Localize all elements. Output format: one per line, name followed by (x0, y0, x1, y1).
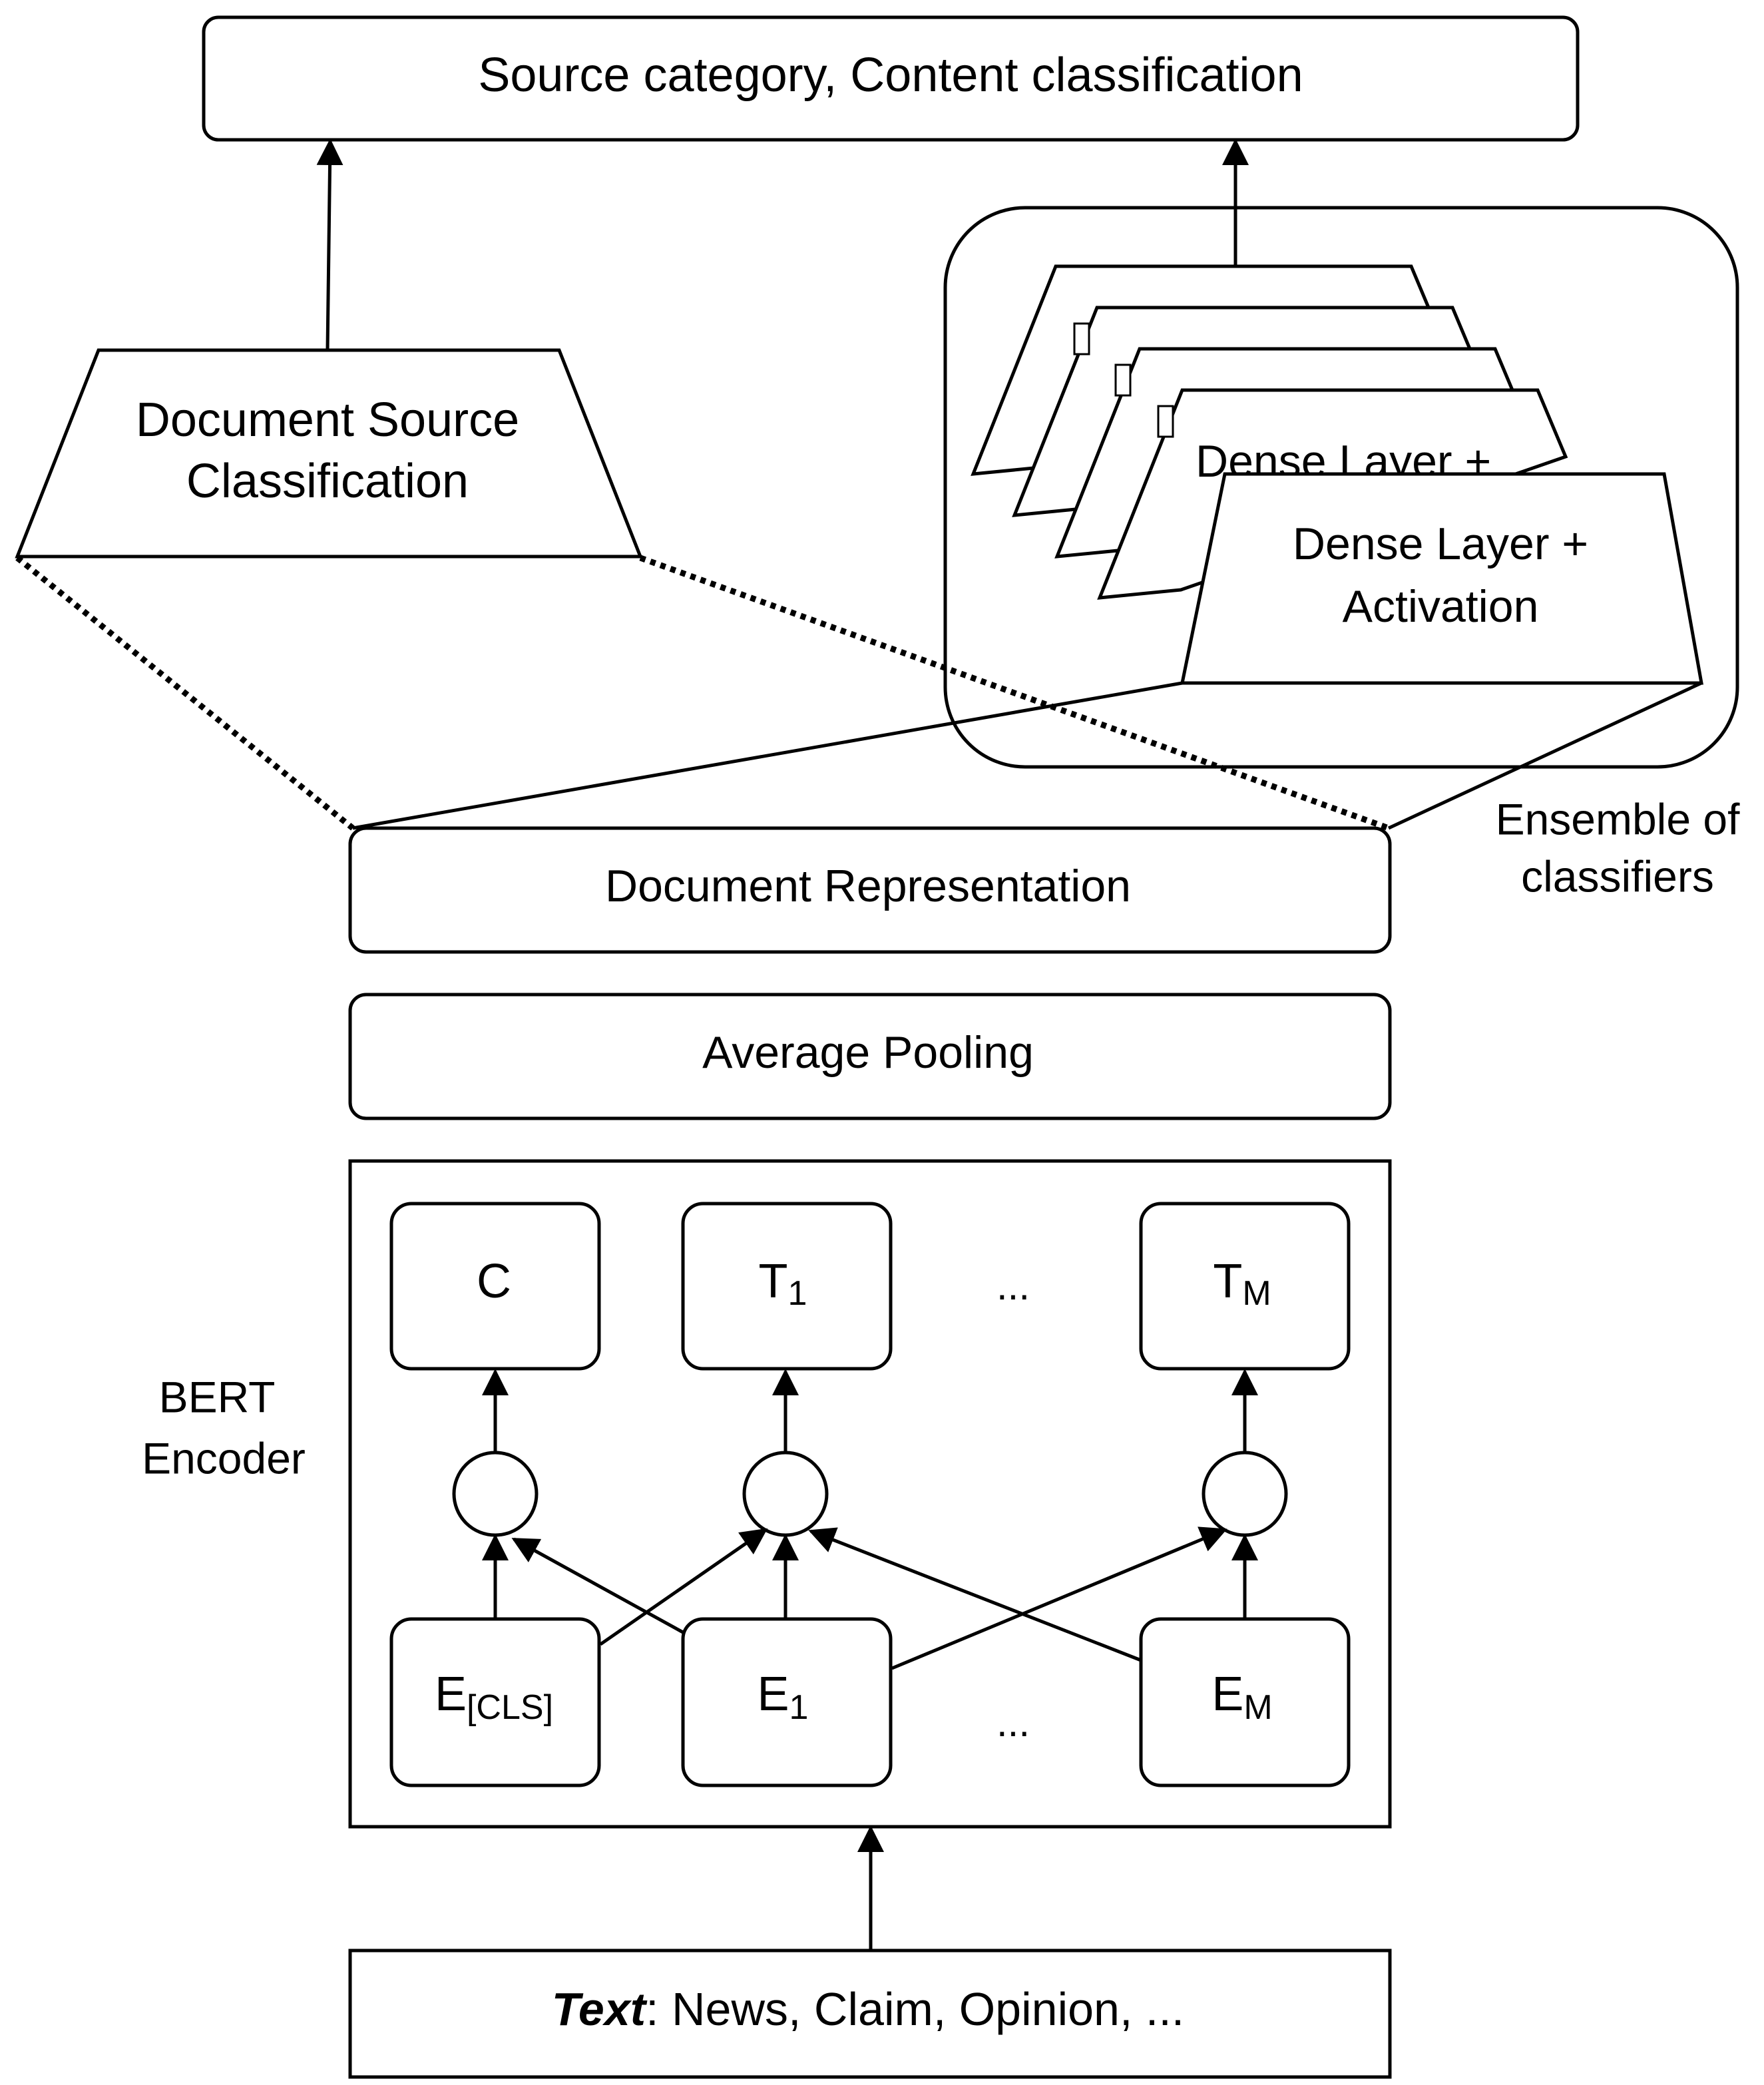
attention-node (742, 1451, 829, 1537)
hidden-text-glyph (1157, 405, 1174, 438)
output-box (202, 15, 1580, 142)
embedding-ellipsis: ... (996, 1700, 1030, 1745)
arrow-ecls-to-node-t1 (599, 1528, 768, 1646)
hidden-text-glyph (1073, 322, 1090, 355)
document-representation-box (348, 826, 1392, 954)
attention-node (452, 1451, 539, 1537)
input-text: Text: News, Claim, Opinion, ... (552, 1983, 1184, 2035)
ensemble-connector-left (352, 681, 1183, 830)
source-classifier-trapezoid (15, 348, 643, 559)
output-ellipsis: ... (996, 1264, 1030, 1308)
document-representation-label: Document Representation (605, 861, 1131, 911)
bert-label-line1: BERT (159, 1372, 276, 1421)
arrow-source-to-output (316, 138, 343, 351)
source-classifier-line2: Classification (186, 455, 469, 508)
output-token-c: C (477, 1255, 511, 1308)
embedding-e1: E1 (758, 1668, 809, 1727)
average-pooling-label: Average Pooling (702, 1027, 1034, 1078)
source-connector-left (15, 555, 355, 831)
arrow-e1-to-node-c (511, 1537, 684, 1634)
output-token-t1: T1 (759, 1255, 807, 1313)
ensemble-connector-right (1387, 681, 1703, 830)
output-token-tm: TM (1213, 1255, 1271, 1313)
source-connector-right (639, 555, 1390, 831)
arrow-e1-to-node-tm (891, 1526, 1227, 1670)
classifier-card-line1: Dense Layer + (1293, 519, 1588, 569)
classifier-card-front (1180, 472, 1703, 685)
ensemble-caption-line1: Ensemble of (1496, 794, 1741, 843)
average-pooling-box (348, 993, 1392, 1120)
embedding-em: EM (1212, 1668, 1272, 1727)
embedding-cls: E[CLS] (435, 1668, 553, 1727)
bert-label-line2: Encoder (142, 1433, 306, 1483)
source-classifier-line1: Document Source (136, 393, 519, 447)
input-text-box (348, 1949, 1392, 2079)
ensemble-caption-line2: classifiers (1521, 851, 1714, 901)
hidden-text-glyph (1114, 363, 1132, 397)
output-label: Source category, Content classification (478, 49, 1303, 102)
arrow-em-to-node-t1 (808, 1527, 1142, 1662)
attention-node (1202, 1451, 1288, 1537)
classifier-card-line2: Activation (1343, 581, 1539, 632)
